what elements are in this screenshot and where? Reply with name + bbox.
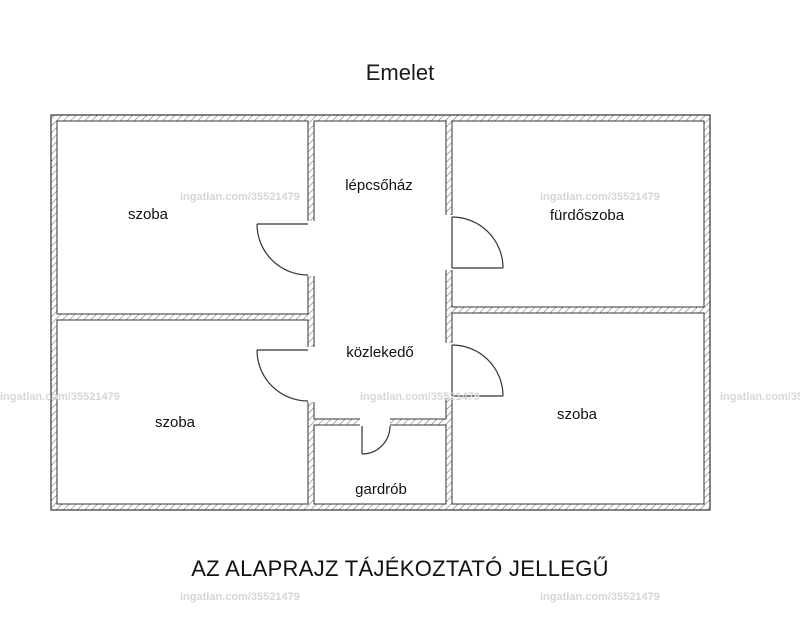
watermark: ingatlan.com/35521479 <box>180 191 300 203</box>
door-closet <box>361 425 391 455</box>
room-label-corridor: közlekedő <box>346 344 414 361</box>
disclaimer-text: AZ ALAPRAJZ TÁJÉKOZTATÓ JELLEGŰ <box>191 556 609 581</box>
door-top-left <box>256 223 309 276</box>
room-label-stair: lépcsőház <box>345 177 413 194</box>
room-label-bottom-left: szoba <box>155 414 196 431</box>
room-label-bottom-right: szoba <box>557 406 598 423</box>
room-label-bathroom: fürdőszoba <box>550 207 625 224</box>
room-label-closet: gardrób <box>355 481 407 498</box>
door-bottom-right <box>451 344 504 397</box>
watermark: ingatlan.com/35521479 <box>720 391 800 403</box>
watermark: ingatlan.com/35521479 <box>180 591 300 603</box>
door-openings <box>307 215 453 426</box>
watermark: ingatlan.com/35521479 <box>0 391 120 403</box>
watermark: ingatlan.com/35521479 <box>540 591 660 603</box>
door-swings <box>256 216 504 455</box>
door-bottom-left <box>256 349 309 402</box>
room-label-top-left: szoba <box>128 206 169 223</box>
watermark: ingatlan.com/35521479 <box>540 191 660 203</box>
floor-title: Emelet <box>365 60 435 85</box>
watermarks: ingatlan.com/35521479 ingatlan.com/35521… <box>0 191 800 603</box>
watermark: ingatlan.com/35521479 <box>360 391 480 403</box>
door-bathroom <box>451 216 504 269</box>
walls <box>50 114 711 511</box>
